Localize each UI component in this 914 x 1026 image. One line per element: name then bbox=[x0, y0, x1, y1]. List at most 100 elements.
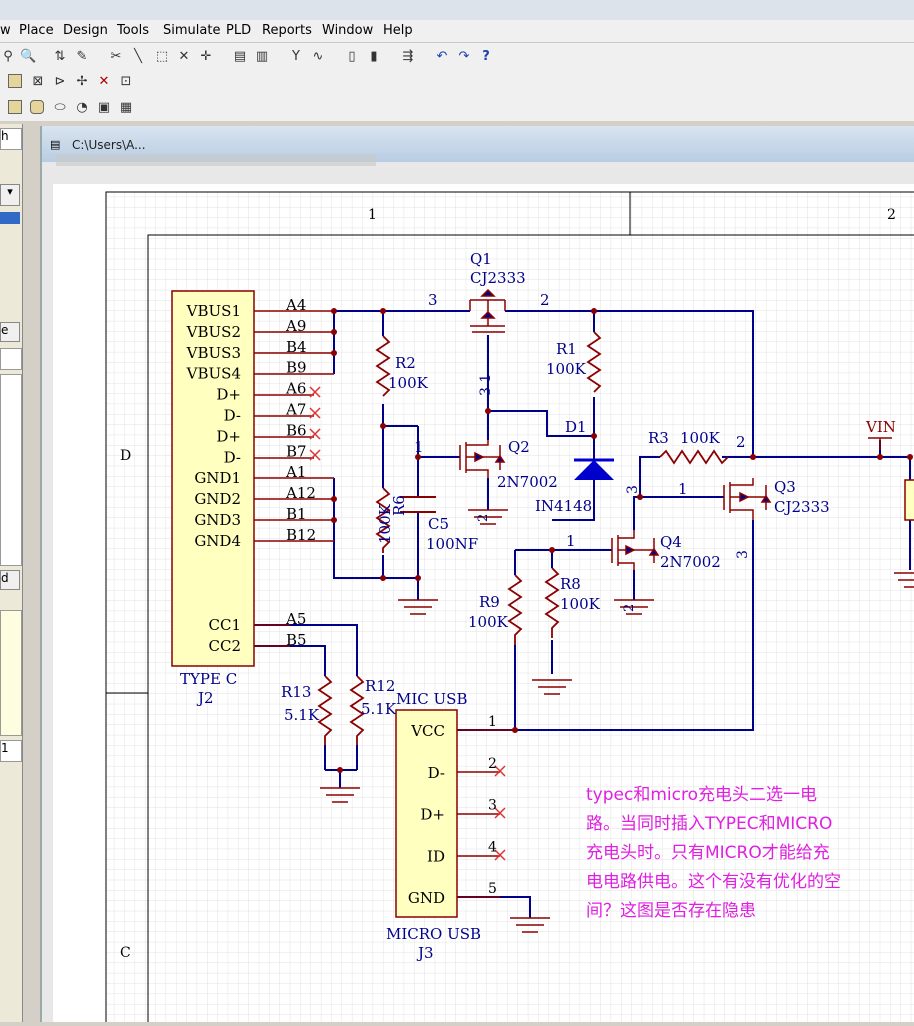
r1-symbol bbox=[586, 331, 602, 393]
move-icon[interactable]: ✛ bbox=[200, 49, 212, 64]
q1-value: CJ2333 bbox=[470, 269, 526, 287]
menu-place[interactable]: Place bbox=[19, 23, 54, 38]
panel-field-1[interactable]: 1 bbox=[0, 740, 22, 762]
panel-list[interactable] bbox=[0, 374, 22, 566]
bus-icon[interactable]: ⊠ bbox=[32, 74, 44, 89]
r2-value: 100K bbox=[388, 374, 429, 392]
r13-ref: R13 bbox=[281, 683, 311, 701]
j3-ref: J3 bbox=[416, 944, 434, 962]
j3-body[interactable] bbox=[395, 709, 458, 918]
rounded-rect-icon[interactable] bbox=[30, 100, 44, 114]
help-icon[interactable]: ? bbox=[482, 49, 490, 64]
j2-pin-number: A7 bbox=[285, 401, 306, 419]
wave-icon[interactable]: ∿ bbox=[312, 49, 324, 64]
menu-reports[interactable]: Reports bbox=[262, 23, 312, 38]
j3-pin-name: D- bbox=[428, 764, 445, 782]
r3-ref: R3 bbox=[648, 429, 669, 447]
panel-field[interactable] bbox=[0, 348, 22, 370]
noconnect-icon[interactable]: ✕ bbox=[98, 74, 110, 89]
menu-window[interactable]: Window bbox=[322, 23, 374, 38]
zoom-icon[interactable]: ⚲ bbox=[3, 49, 13, 64]
j3-title: MIC USB bbox=[396, 690, 467, 708]
arc-icon[interactable]: ◔ bbox=[76, 100, 88, 115]
netalias-icon[interactable]: ⊳ bbox=[54, 74, 66, 89]
select-icon[interactable]: ⬚ bbox=[155, 49, 169, 64]
menu-help[interactable]: Help bbox=[383, 23, 413, 38]
j2-pin-number: A9 bbox=[285, 317, 306, 335]
j2-pin-name: GND4 bbox=[194, 532, 241, 550]
q3-pin-top: 2 bbox=[736, 433, 746, 451]
grid-icon[interactable]: ▦ bbox=[119, 100, 133, 115]
undo-icon[interactable]: ↶ bbox=[436, 49, 448, 64]
pencil-icon[interactable]: ✎ bbox=[76, 49, 88, 64]
r9-ref: R9 bbox=[479, 593, 500, 611]
j3-pin-number: 1 bbox=[488, 714, 497, 730]
j2-pin-number: B6 bbox=[286, 421, 307, 439]
menu-simulate[interactable]: Simulate bbox=[163, 23, 221, 38]
offpage-icon[interactable]: ⊡ bbox=[120, 74, 132, 89]
panel-button-e[interactable]: e bbox=[0, 322, 20, 342]
cut-icon[interactable]: ✂ bbox=[110, 49, 122, 64]
j3-pin-number: 5 bbox=[488, 881, 497, 897]
zoom-area-icon[interactable]: 🔍 bbox=[20, 49, 37, 64]
panel-tab[interactable]: h bbox=[0, 128, 22, 150]
print-preview-icon[interactable]: ▥ bbox=[255, 49, 269, 64]
j2-cc-pin-name: CC1 bbox=[209, 616, 242, 634]
q3-ref: Q3 bbox=[774, 478, 796, 496]
document-icon: ▤ bbox=[50, 138, 61, 151]
menu-view[interactable]: w bbox=[0, 23, 11, 38]
print-icon[interactable]: ▤ bbox=[233, 49, 247, 64]
r9-value: 100K bbox=[468, 613, 509, 631]
panel-selected-item[interactable] bbox=[0, 212, 20, 224]
r12-value: 5.1K bbox=[361, 700, 397, 718]
schematic-svg: 1 2 D C bbox=[53, 184, 914, 1026]
menu-pld[interactable]: PLD bbox=[226, 23, 252, 38]
r2-symbol bbox=[375, 335, 391, 397]
j2-pin-number: B4 bbox=[286, 338, 307, 356]
menu-design[interactable]: Design bbox=[63, 23, 108, 38]
r8-value: 100K bbox=[560, 595, 601, 613]
book-icon[interactable]: ▯ bbox=[348, 49, 356, 64]
j2-cc-pin-number: B5 bbox=[286, 631, 307, 649]
j2-ref: J2 bbox=[196, 689, 214, 707]
ellipse-icon[interactable]: ⬭ bbox=[54, 100, 66, 115]
probe-icon[interactable]: Y bbox=[292, 49, 300, 64]
arrows-icon[interactable]: ⇅ bbox=[54, 49, 66, 64]
q3-pin-gate: 1 bbox=[678, 480, 688, 498]
deselect-icon[interactable]: ✕ bbox=[178, 49, 190, 64]
q1-pin-bottom: 3 1 bbox=[478, 374, 494, 396]
q1-pin-right: 2 bbox=[540, 291, 550, 309]
q4-symbol bbox=[611, 530, 660, 570]
part-icon[interactable] bbox=[8, 74, 22, 88]
q2-value: 2N7002 bbox=[497, 473, 558, 491]
menu-tools[interactable]: Tools bbox=[117, 23, 150, 38]
annotation-line-2: 路。当同时插入TYPEC和MICRO bbox=[586, 814, 832, 834]
r3-symbol bbox=[659, 449, 729, 465]
panel-dropdown-arrow[interactable]: ▾ bbox=[0, 184, 20, 206]
j2-body[interactable] bbox=[171, 290, 255, 667]
r12-ref: R12 bbox=[365, 677, 395, 695]
document-titlebar[interactable]: ▤ C:\Users\A... bbox=[42, 126, 914, 166]
mosfets bbox=[459, 288, 772, 570]
annotation-line-3: 充电头时。只有MICRO才能给充 bbox=[586, 843, 830, 863]
library-icon[interactable]: ▮ bbox=[370, 49, 378, 64]
line-icon[interactable]: ╲ bbox=[134, 49, 142, 64]
zone-row-c: C bbox=[120, 945, 131, 961]
j2-cc-pin-number: A5 bbox=[285, 610, 306, 628]
j2-pin-number: A12 bbox=[285, 484, 316, 502]
c5-ref: C5 bbox=[428, 515, 449, 533]
j2-pin-name: VBUS2 bbox=[186, 323, 241, 341]
r8-ref: R8 bbox=[560, 575, 581, 593]
j3-pin-number: 3 bbox=[488, 798, 497, 814]
redo-icon[interactable]: ↷ bbox=[458, 49, 470, 64]
panel-button-d[interactable]: d bbox=[0, 570, 20, 590]
d1-ref: D1 bbox=[565, 418, 587, 436]
annotation-line-5: 间？这图是否存在隐患 bbox=[586, 901, 756, 921]
rectangle-icon[interactable] bbox=[8, 100, 22, 114]
hierarchy-icon[interactable]: ⇶ bbox=[402, 49, 414, 64]
image-icon[interactable]: ▣ bbox=[97, 100, 111, 115]
junction-icon[interactable]: ✢ bbox=[76, 74, 88, 89]
q1-symbol bbox=[469, 288, 506, 333]
schematic-canvas[interactable]: 1 2 D C bbox=[53, 184, 914, 1026]
